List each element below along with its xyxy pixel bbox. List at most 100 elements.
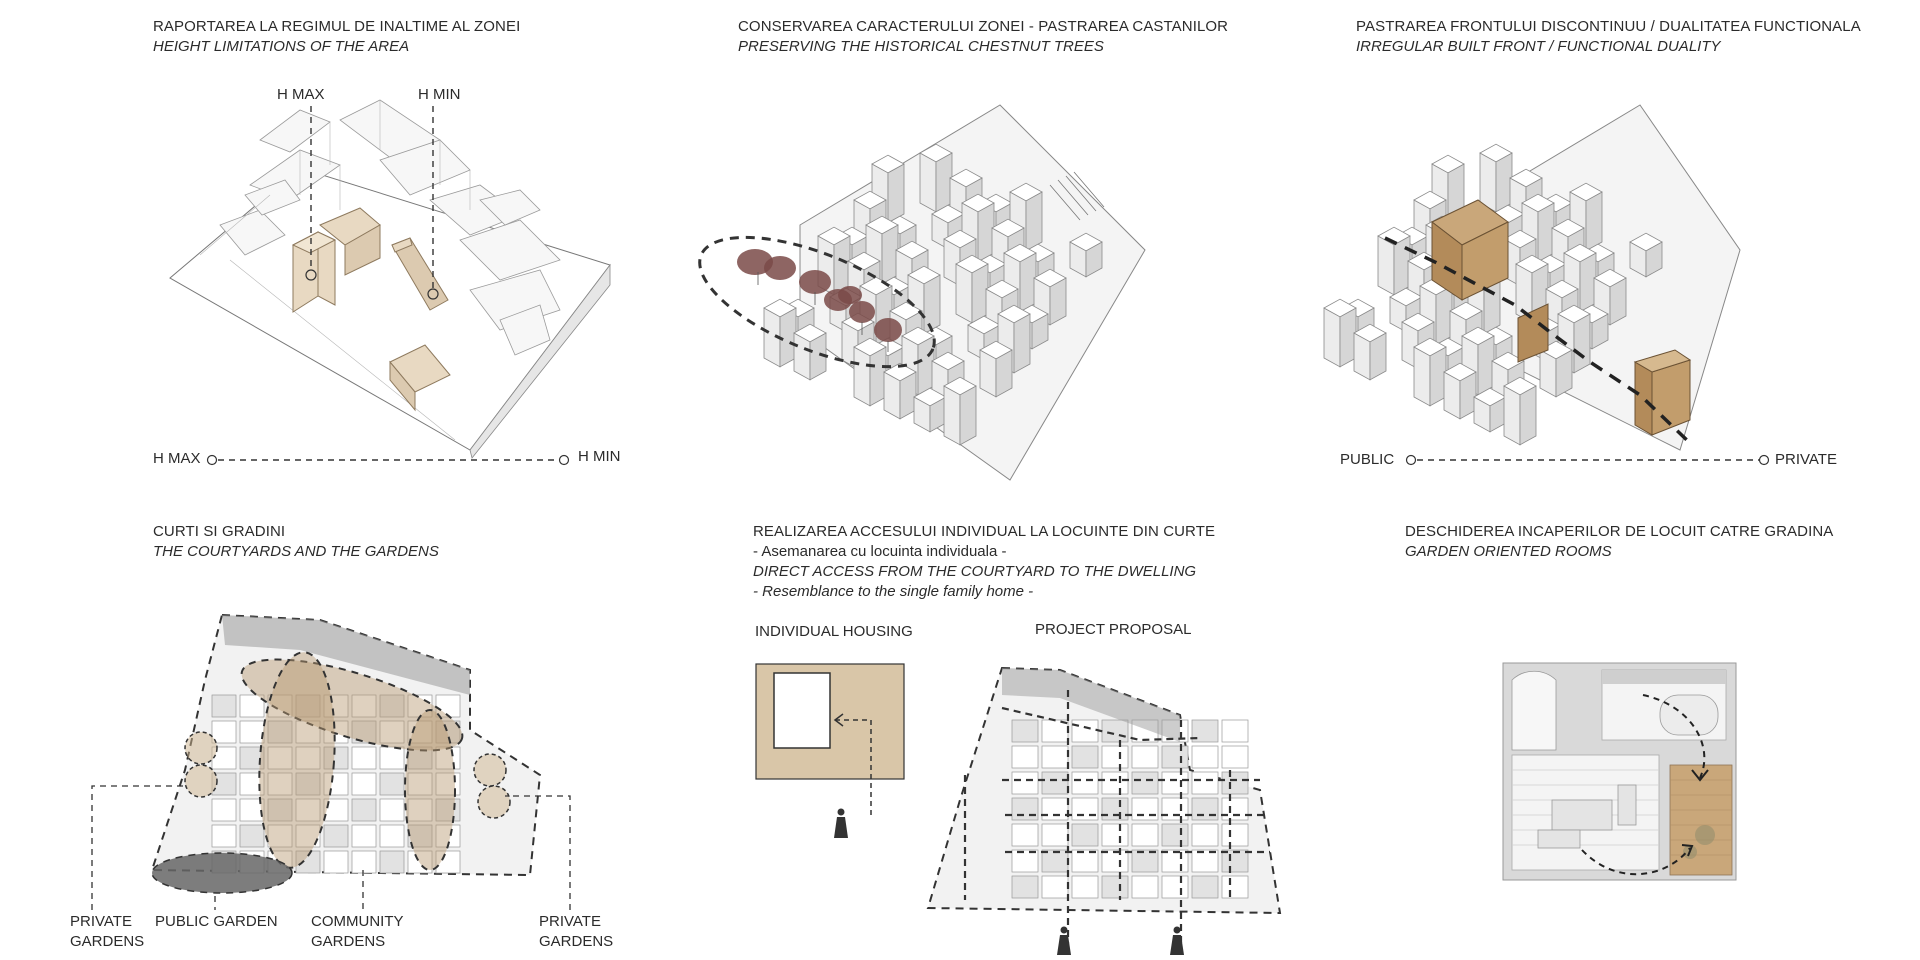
- block-side: [1495, 152, 1513, 213]
- plan-unit: [379, 720, 405, 744]
- label-public: PUBLIC: [1340, 451, 1395, 468]
- plan-unit: [239, 824, 265, 848]
- plan-unit: [267, 746, 293, 770]
- plan-unit: [1071, 797, 1099, 821]
- plan-unit: [323, 694, 349, 718]
- block-side: [1429, 346, 1447, 407]
- courtyards-plan: [91, 613, 571, 910]
- garden-rooms-plan: [1502, 662, 1737, 881]
- panel-subtitle: HEIGHT LIMITATIONS OF THE AREA: [153, 38, 410, 55]
- label-private: PRIVATE: [1775, 451, 1837, 468]
- block-top: [955, 254, 989, 274]
- plan-unit: [323, 798, 349, 822]
- plan-unit: [1101, 849, 1129, 873]
- block-side: [1585, 191, 1603, 252]
- block-top: [853, 337, 887, 357]
- plan-unit: [1191, 823, 1219, 847]
- plan-unit: [1041, 849, 1069, 873]
- label-line: PRIVATE: [539, 913, 601, 930]
- block-top: [1503, 376, 1537, 396]
- block-side: [977, 202, 995, 263]
- plan-unit: [323, 850, 349, 874]
- plan-unit: [1041, 745, 1069, 769]
- plan-unit: [1221, 797, 1249, 821]
- plan-unit: [1191, 875, 1219, 899]
- block-top: [1069, 232, 1103, 252]
- plan-unit: [1071, 719, 1099, 743]
- plan-unit: [1101, 745, 1129, 769]
- panel-title: DESCHIDEREA INCAPERILOR DE LOCUIT CATRE …: [1405, 523, 1834, 540]
- plan-unit: [1071, 823, 1099, 847]
- label-h-min-axis: H MIN: [578, 448, 621, 465]
- plan-unit: [1131, 745, 1159, 769]
- block-top: [1431, 154, 1465, 174]
- block-side: [1393, 235, 1411, 296]
- plan-unit: [1101, 875, 1129, 899]
- block-top: [931, 351, 965, 371]
- plan-unit: [267, 720, 293, 744]
- block-side: [1019, 252, 1037, 313]
- panel-title: CURTI SI GRADINI: [153, 523, 286, 540]
- block-top: [1563, 243, 1597, 263]
- plan-unit: [379, 694, 405, 718]
- plan-unit: [379, 798, 405, 822]
- plan-unit: [1131, 849, 1159, 873]
- block-top: [763, 298, 797, 318]
- panel-subtitle: PRESERVING THE HISTORICAL CHESTNUT TREES: [738, 38, 1104, 55]
- plan-unit: [1011, 875, 1039, 899]
- plan-unit: [1101, 797, 1129, 821]
- plan-unit: [379, 824, 405, 848]
- plan-unit: [295, 850, 321, 874]
- panel-height-limitations: RAPORTAREA LA REGIMUL DE INALTIME AL ZON…: [0, 0, 640, 480]
- panel-subtitle: IRREGULAR BUILT FRONT / FUNCTIONAL DUALI…: [1356, 38, 1721, 55]
- plan-unit: [211, 694, 237, 718]
- block-side: [1339, 307, 1357, 368]
- plan-unit: [239, 798, 265, 822]
- panel-chestnut-trees: CONSERVAREA CARACTERULUI ZONEI - PASTRAR…: [640, 0, 1280, 481]
- plan-unit: [1161, 745, 1189, 769]
- plan-unit: [267, 798, 293, 822]
- block-top: [907, 265, 941, 285]
- panel-subtitle: GARDEN ORIENTED ROOMS: [1405, 543, 1612, 560]
- plan-unit: [239, 720, 265, 744]
- label-private-gardens-right: PRIVATE GARDENS: [539, 912, 613, 952]
- block-top: [853, 190, 887, 210]
- label-project-proposal: PROJECT PROPOSAL: [1035, 621, 1192, 638]
- block-top: [1413, 190, 1447, 210]
- block-top: [1479, 143, 1513, 163]
- panel-title: CONSERVAREA CARACTERULUI ZONEI - PASTRAR…: [738, 18, 1229, 35]
- plan-unit: [351, 850, 377, 874]
- plan-unit: [1041, 823, 1069, 847]
- plan-unit: [239, 772, 265, 796]
- block-top: [1443, 362, 1477, 382]
- plan-unit: [1221, 745, 1249, 769]
- plan-unit: [295, 772, 321, 796]
- plan-unit: [295, 746, 321, 770]
- block-side: [955, 263, 973, 324]
- plan-unit: [1011, 849, 1039, 873]
- plan-unit: [407, 772, 433, 796]
- block-top: [1009, 182, 1043, 202]
- plan-unit: [1191, 719, 1219, 743]
- plan-unit: [407, 824, 433, 848]
- label-h-max-top: H MAX: [277, 86, 325, 103]
- block-top: [985, 279, 1019, 299]
- block-side: [1537, 202, 1555, 263]
- height-diagram: [169, 99, 611, 466]
- plan-unit: [267, 694, 293, 718]
- front-diagram: [1323, 104, 1770, 466]
- plan-unit: [1131, 823, 1159, 847]
- panel-line-3: DIRECT ACCESS FROM THE COURTYARD TO THE …: [753, 563, 1197, 580]
- panel-title: REALIZAREA ACCESULUI INDIVIDUAL LA LOCUI…: [753, 523, 1216, 540]
- plan-unit: [295, 720, 321, 744]
- plan-unit: [1011, 797, 1039, 821]
- block-side: [1519, 385, 1537, 446]
- block-side: [887, 163, 905, 224]
- block-top: [979, 340, 1013, 360]
- plan-unit: [1131, 797, 1159, 821]
- plan-unit: [323, 720, 349, 744]
- access-diagram: [755, 663, 1282, 955]
- plan-unit: [351, 746, 377, 770]
- plan-unit: [1071, 745, 1099, 769]
- block-top: [949, 168, 983, 188]
